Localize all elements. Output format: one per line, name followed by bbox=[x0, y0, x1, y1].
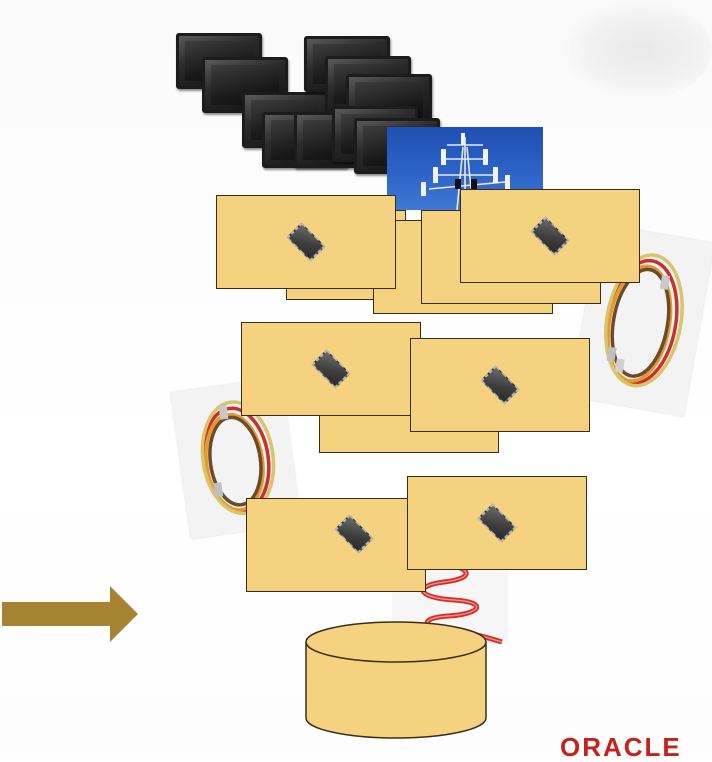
right-arrow-icon bbox=[2, 586, 138, 642]
oracle-logo: ORACLE bbox=[560, 732, 682, 762]
chip-icon bbox=[287, 223, 326, 262]
database-cylinder-icon bbox=[305, 621, 487, 739]
network-cable-icon bbox=[170, 376, 302, 540]
server-card bbox=[407, 476, 587, 570]
chip-icon bbox=[481, 366, 520, 405]
network-cable-icon bbox=[569, 223, 712, 417]
server-card bbox=[216, 195, 396, 289]
server-card bbox=[460, 189, 640, 283]
server-card bbox=[246, 498, 426, 592]
chip-icon bbox=[334, 515, 373, 554]
chip-icon bbox=[531, 217, 570, 256]
chip-icon bbox=[312, 350, 351, 389]
server-card bbox=[410, 338, 590, 432]
server-card bbox=[241, 322, 421, 416]
chip-icon bbox=[478, 504, 517, 543]
decorative-swirl bbox=[560, 0, 712, 100]
